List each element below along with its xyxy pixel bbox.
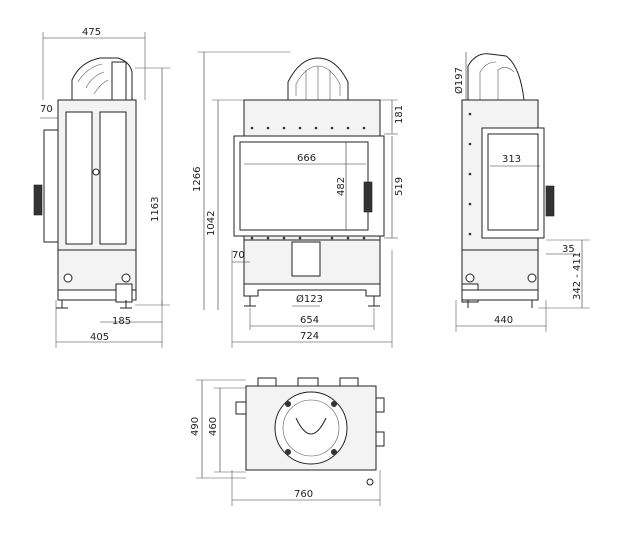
label-724: 724: [300, 331, 319, 342]
label-405: 405: [90, 332, 109, 343]
label-460: 460: [208, 417, 219, 436]
label-1266: 1266: [192, 167, 203, 192]
side-panel-right: [99, 111, 127, 245]
front-glass: [239, 141, 369, 231]
label-185: 185: [112, 316, 131, 327]
label-70-side: 70: [40, 104, 53, 115]
front-view: 1266 1042 666 482 181 5: [192, 51, 405, 348]
label-181: 181: [394, 105, 405, 124]
side-view-left: 475 70 1163 185 405: [33, 27, 170, 348]
side-right-glass: [487, 133, 539, 231]
side-view-right: Ø197 313 35 342 - 411 440: [453, 52, 590, 332]
handle-side: [33, 184, 43, 216]
label-760: 760: [294, 489, 313, 500]
label-666: 666: [297, 153, 316, 164]
label-flue-123: Ø123: [296, 293, 323, 305]
label-70-front: 70: [232, 250, 245, 261]
top-view: 490 460 760: [190, 377, 385, 506]
label-475: 475: [82, 27, 101, 38]
label-35: 35: [562, 244, 575, 255]
front-handle: [363, 181, 373, 213]
air-inlet: [291, 241, 321, 277]
label-313: 313: [502, 154, 521, 165]
side-right-flue: [467, 53, 525, 101]
flue-collar: [111, 61, 127, 101]
label-1163: 1163: [150, 197, 161, 222]
label-342-411: 342 - 411: [572, 252, 583, 300]
label-654: 654: [300, 315, 319, 326]
label-482: 482: [336, 177, 347, 196]
label-519: 519: [394, 177, 405, 196]
front-bolts: [250, 126, 366, 240]
label-490: 490: [190, 417, 201, 436]
side-panel-left: [65, 111, 93, 245]
side-right-handle: [545, 185, 555, 217]
label-440: 440: [494, 315, 513, 326]
label-1042: 1042: [206, 211, 217, 236]
label-197: Ø197: [453, 67, 465, 94]
